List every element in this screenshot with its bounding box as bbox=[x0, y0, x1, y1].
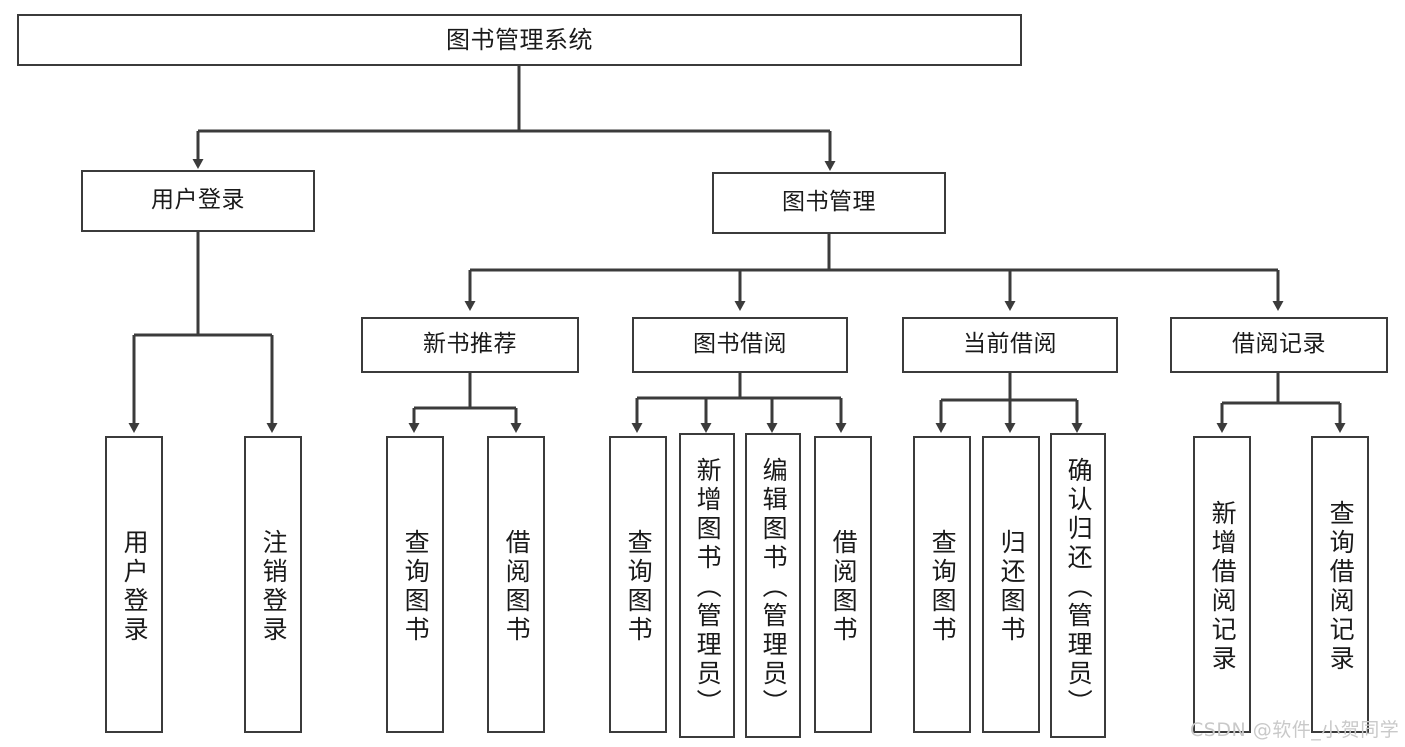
leaf-query-book-borrow[interactable]: 查询图书 bbox=[609, 436, 667, 733]
node-borrow-record[interactable]: 借阅记录 bbox=[1170, 317, 1388, 373]
node-label: 新增借阅记录 bbox=[1208, 499, 1238, 674]
node-current-borrow[interactable]: 当前借阅 bbox=[902, 317, 1118, 373]
node-label: 新书推荐 bbox=[423, 331, 517, 358]
leaf-borrow-book-recommend[interactable]: 借阅图书 bbox=[487, 436, 545, 733]
node-label: 借阅图书 bbox=[829, 528, 859, 645]
node-label: 注销登录 bbox=[259, 528, 289, 645]
node-user-login[interactable]: 用户登录 bbox=[81, 170, 315, 232]
node-label: 借阅图书 bbox=[502, 528, 532, 645]
leaf-confirm-return-admin[interactable]: 确认归还（管理员） bbox=[1050, 433, 1106, 738]
csdn-watermark: CSDN @软件_小贺同学 bbox=[1190, 719, 1400, 741]
node-label: 查询图书 bbox=[928, 528, 958, 645]
node-label: 查询借阅记录 bbox=[1326, 499, 1356, 674]
leaf-edit-book-admin[interactable]: 编辑图书（管理员） bbox=[745, 433, 801, 738]
node-label: 查询图书 bbox=[624, 528, 654, 645]
node-label: 图书借阅 bbox=[693, 331, 787, 358]
node-label: 用户登录 bbox=[120, 528, 150, 645]
leaf-logout-login[interactable]: 注销登录 bbox=[244, 436, 302, 733]
node-book-management[interactable]: 图书管理 bbox=[712, 172, 946, 234]
leaf-return-book[interactable]: 归还图书 bbox=[982, 436, 1040, 733]
node-label: 新增图书（管理员） bbox=[693, 457, 723, 718]
node-root-system[interactable]: 图书管理系统 bbox=[17, 14, 1022, 66]
leaf-add-borrow-record[interactable]: 新增借阅记录 bbox=[1193, 436, 1251, 733]
leaf-query-borrow-record[interactable]: 查询借阅记录 bbox=[1311, 436, 1369, 733]
leaf-borrow-book[interactable]: 借阅图书 bbox=[814, 436, 872, 733]
node-label: 归还图书 bbox=[997, 528, 1027, 645]
node-label: 图书管理系统 bbox=[446, 25, 593, 54]
node-book-borrow[interactable]: 图书借阅 bbox=[632, 317, 848, 373]
node-label: 编辑图书（管理员） bbox=[759, 457, 789, 718]
leaf-add-book-admin[interactable]: 新增图书（管理员） bbox=[679, 433, 735, 738]
node-label: 查询图书 bbox=[401, 528, 431, 645]
leaf-user-login[interactable]: 用户登录 bbox=[105, 436, 163, 733]
node-label: 确认归还（管理员） bbox=[1064, 457, 1094, 718]
leaf-query-book-current[interactable]: 查询图书 bbox=[913, 436, 971, 733]
node-label: 当前借阅 bbox=[963, 331, 1057, 358]
node-label: 借阅记录 bbox=[1232, 331, 1326, 358]
node-label: 图书管理 bbox=[782, 189, 876, 216]
node-label: 用户登录 bbox=[151, 187, 245, 214]
node-new-book-recommend[interactable]: 新书推荐 bbox=[361, 317, 579, 373]
leaf-query-book-recommend[interactable]: 查询图书 bbox=[386, 436, 444, 733]
